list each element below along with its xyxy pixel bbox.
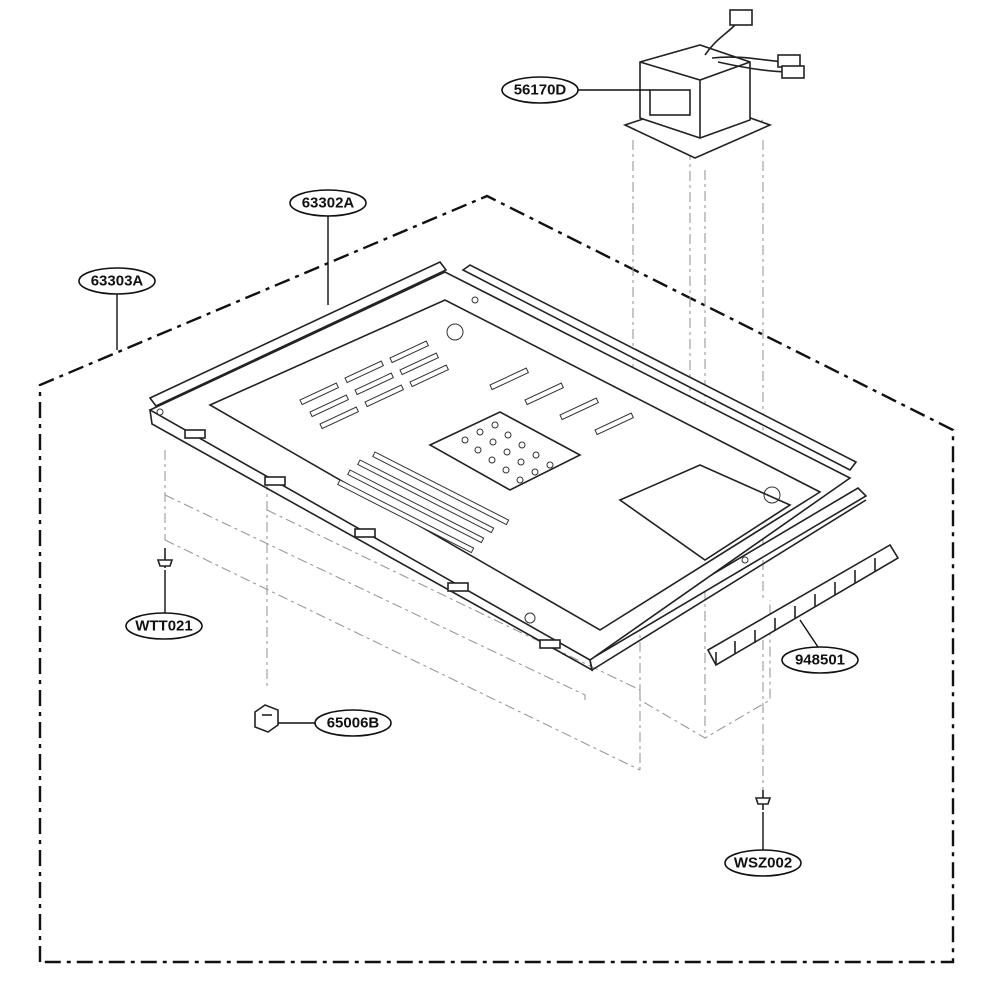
foam-strip [706, 543, 900, 667]
callout-text: 56170D [514, 82, 567, 99]
screw-left [156, 548, 174, 568]
callout-text: WTT021 [135, 618, 193, 635]
assembly-boundary [38, 194, 955, 964]
callout-63302a: 63302A [289, 189, 367, 217]
callout-948501: 948501 [781, 646, 859, 674]
grille-holes [461, 421, 554, 484]
base-plate [148, 260, 868, 672]
callout-text: 948501 [795, 652, 845, 669]
vent-slots [299, 340, 635, 554]
plate-tabs [184, 429, 561, 649]
callout-wtt021: WTT021 [125, 612, 203, 640]
callout-text: 65006B [327, 715, 380, 732]
leader-lines [116, 89, 821, 850]
callout-text: 63302A [302, 195, 355, 212]
rubber-foot [254, 704, 279, 733]
callout-63303a: 63303A [78, 267, 156, 295]
callout-text: WSZ002 [734, 855, 792, 872]
callout-text: 63303A [91, 273, 144, 290]
screw-right [754, 790, 772, 810]
callout-56170d: 56170D [501, 76, 579, 104]
callout-65006b: 65006B [314, 709, 392, 737]
transformer [622, 9, 805, 159]
callout-wsz002: WSZ002 [724, 849, 802, 877]
